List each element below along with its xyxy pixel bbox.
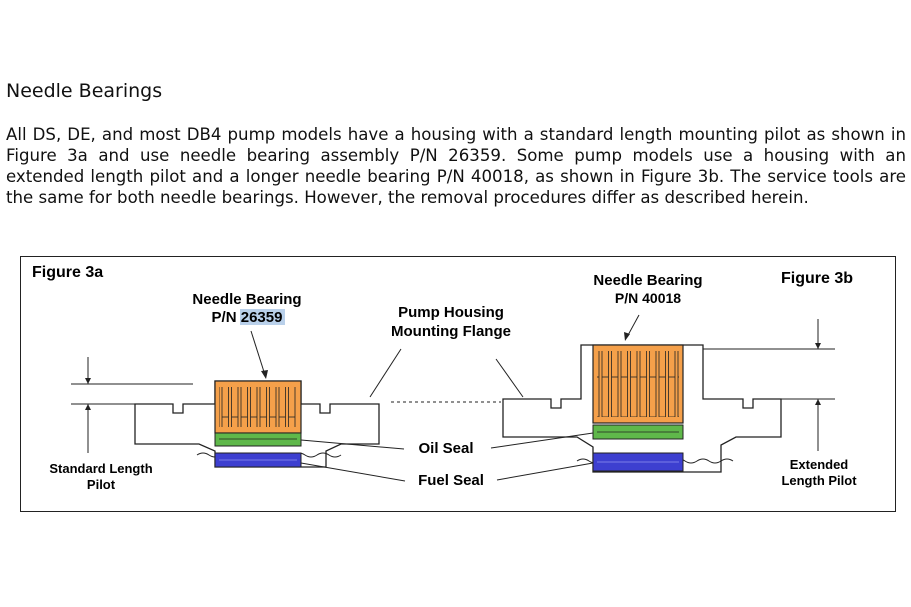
- bearing-left-label: Needle Bearing: [192, 291, 301, 308]
- needle-bearing-left-rollers: [219, 387, 297, 427]
- bearing-left-pn-number: 26359: [241, 309, 283, 326]
- fuel-seal-label: Fuel Seal: [418, 472, 484, 489]
- extended-pilot-line1: Extended: [790, 457, 849, 472]
- flange-label-line2: Mounting Flange: [391, 323, 511, 340]
- figure-3b-title: Figure 3b: [781, 270, 853, 287]
- bearing-right-label: Needle Bearing: [593, 272, 702, 289]
- fuel-seal-leader-right: [496, 462, 594, 481]
- extended-pilot-line2: Length Pilot: [781, 473, 857, 488]
- needle-bearing-right-rollers: [597, 351, 679, 417]
- figure-3a-title: Figure 3a: [32, 264, 103, 281]
- section-heading: Needle Bearings: [6, 80, 163, 102]
- oil-seal-label: Oil Seal: [418, 440, 473, 457]
- body-paragraph: All DS, DE, and most DB4 pump models hav…: [6, 125, 906, 207]
- bearing-left-pn: P/N 26359: [212, 309, 283, 326]
- oil-seal-leader-left: [300, 439, 405, 450]
- bearing-right-pn: P/N 40018: [615, 290, 681, 306]
- figure-svg: Figure 3a Figure 3b Needle Bearing P/N 2…: [32, 264, 857, 492]
- fuel-seal-leader-left: [300, 462, 406, 482]
- bearing-left-pn-prefix: P/N: [212, 309, 241, 326]
- flange-label-line1: Pump Housing: [398, 304, 504, 321]
- oil-seal-leader-right: [490, 432, 594, 449]
- oil-seal-left: [214, 432, 302, 447]
- figure-diagram: Figure 3a Figure 3b Needle Bearing P/N 2…: [20, 256, 896, 512]
- standard-pilot-line1: Standard Length: [49, 461, 152, 476]
- pn-highlight: [240, 309, 285, 325]
- standard-pilot-line2: Pilot: [87, 477, 116, 492]
